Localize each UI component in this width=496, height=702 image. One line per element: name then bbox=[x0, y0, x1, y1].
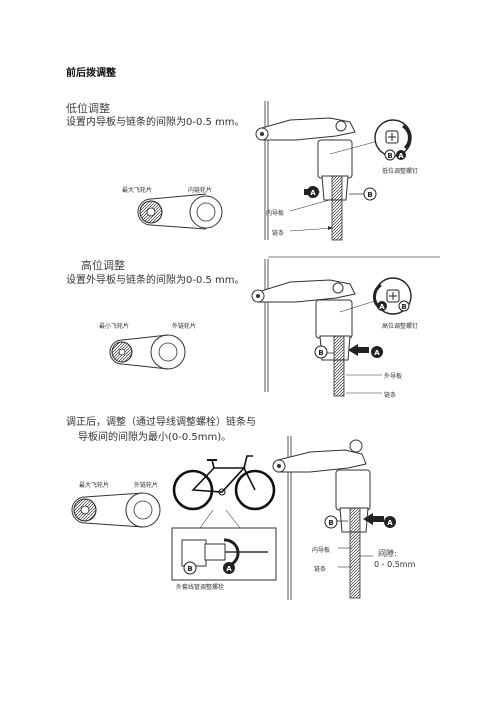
section-2-big-chainring-label: 最小飞轮片 bbox=[99, 323, 130, 330]
svg-text:A: A bbox=[310, 189, 316, 197]
section-2-marker-b-2: B bbox=[398, 300, 410, 312]
section-3-derailleur bbox=[272, 436, 384, 600]
section-1-plate-label: 内导板 bbox=[266, 210, 285, 217]
gap-value: 0 - 0.5mm bbox=[374, 560, 416, 569]
svg-text:A: A bbox=[387, 519, 393, 527]
section-3-cable-marker-a: A bbox=[223, 562, 235, 574]
section-1-screw-label: 低位调整螺钉 bbox=[382, 168, 419, 175]
svg-text:B: B bbox=[318, 349, 323, 357]
section-1-marker-a-1: A bbox=[307, 186, 319, 198]
section-3-bicycle bbox=[172, 455, 276, 511]
section-2-desc: 设置外导板与链条的间隙为0-0.5 mm。 bbox=[66, 275, 245, 286]
section-3-linkage-arm bbox=[277, 449, 367, 473]
section-1-derailleur bbox=[255, 101, 412, 241]
svg-text:B: B bbox=[187, 565, 192, 573]
bicycle-front-wheel bbox=[234, 469, 276, 511]
section-2-title: 高位调整 bbox=[81, 259, 125, 272]
section-1-drivetrain-diagram bbox=[137, 193, 223, 230]
section-1-rotate-arrow bbox=[402, 124, 411, 150]
svg-text:B: B bbox=[328, 519, 333, 527]
section-3-desc-line2: 导板间的间隙为最小(0-0.5mm)。 bbox=[78, 432, 232, 443]
section-2-marker-b-1: B bbox=[314, 345, 328, 359]
svg-text:A: A bbox=[226, 565, 232, 573]
svg-text:A: A bbox=[379, 303, 385, 311]
section-1-marker-b-1: B bbox=[363, 187, 377, 201]
section-2-derailleur bbox=[251, 259, 412, 397]
section-2-chain-label: 链条 bbox=[384, 392, 397, 399]
section-2-marker-a-2: A bbox=[377, 301, 387, 311]
section-2-linkage-arm bbox=[257, 279, 356, 303]
section-1-marker-a-2: A bbox=[396, 150, 406, 160]
section-3-marker-b: B bbox=[324, 515, 338, 529]
section-1-desc: 设置内导板与链条的间隙为0-0.5 mm。 bbox=[66, 117, 245, 128]
section-1-title: 低位调整 bbox=[66, 102, 110, 115]
section-3-chain-image bbox=[349, 507, 361, 599]
document-title: 前后拨调整 bbox=[66, 68, 116, 79]
section-2-plate-label: 外导板 bbox=[384, 373, 403, 380]
section-1-chain-path bbox=[150, 193, 207, 230]
svg-text:B: B bbox=[401, 303, 406, 311]
bicycle-rear-wheel bbox=[172, 469, 214, 511]
section-1-marker-b-2: B bbox=[384, 149, 396, 161]
section-2-push-arrow bbox=[348, 344, 358, 356]
section-3-big-chainring-label: 最大飞轮片 bbox=[79, 482, 110, 489]
section-1-small-chainring-label: 内链轮片 bbox=[188, 187, 213, 194]
section-3-drivetrain-diagram bbox=[71, 492, 161, 528]
section-2-screw-label: 高位调整螺钉 bbox=[382, 323, 419, 330]
svg-text:B: B bbox=[387, 152, 392, 160]
section-3-marker-a: A bbox=[384, 516, 396, 528]
gap-title: 间隙: bbox=[378, 549, 397, 558]
section-1-chain-image bbox=[331, 175, 343, 241]
section-3-chain-label: 链条 bbox=[314, 566, 327, 573]
svg-text:A: A bbox=[374, 349, 380, 357]
section-2-drivetrain-diagram bbox=[109, 334, 186, 370]
svg-text:B: B bbox=[367, 191, 372, 199]
section-3-plate-label: 内导板 bbox=[312, 547, 331, 554]
section-3-cable-bolt-label: 外套线管调整螺栓 bbox=[176, 584, 225, 591]
bicycle-frame bbox=[191, 455, 256, 493]
section-3-cable-marker-b: B bbox=[183, 561, 197, 575]
section-2-chain-image bbox=[333, 335, 345, 397]
svg-text:A: A bbox=[398, 152, 404, 160]
section-2-small-chainring-label: 外链轮片 bbox=[172, 323, 197, 330]
section-2-derailleur-body bbox=[315, 299, 353, 339]
section-3-small-chainring-label: 外链轮片 bbox=[134, 482, 159, 489]
section-3-desc-line1: 调正后，调整（通过导线调整螺栓）链条与 bbox=[66, 417, 256, 428]
section-1-derailleur-body bbox=[317, 139, 353, 179]
section-1-chain-label: 链条 bbox=[272, 230, 285, 237]
section-1-big-chainring-label: 最大飞轮片 bbox=[122, 187, 153, 194]
section-3-derailleur-body bbox=[335, 469, 371, 511]
section-1-linkage-arm bbox=[261, 117, 356, 141]
section-3-push-arrow bbox=[363, 513, 373, 525]
section-2-marker-a-1: A bbox=[371, 346, 383, 358]
